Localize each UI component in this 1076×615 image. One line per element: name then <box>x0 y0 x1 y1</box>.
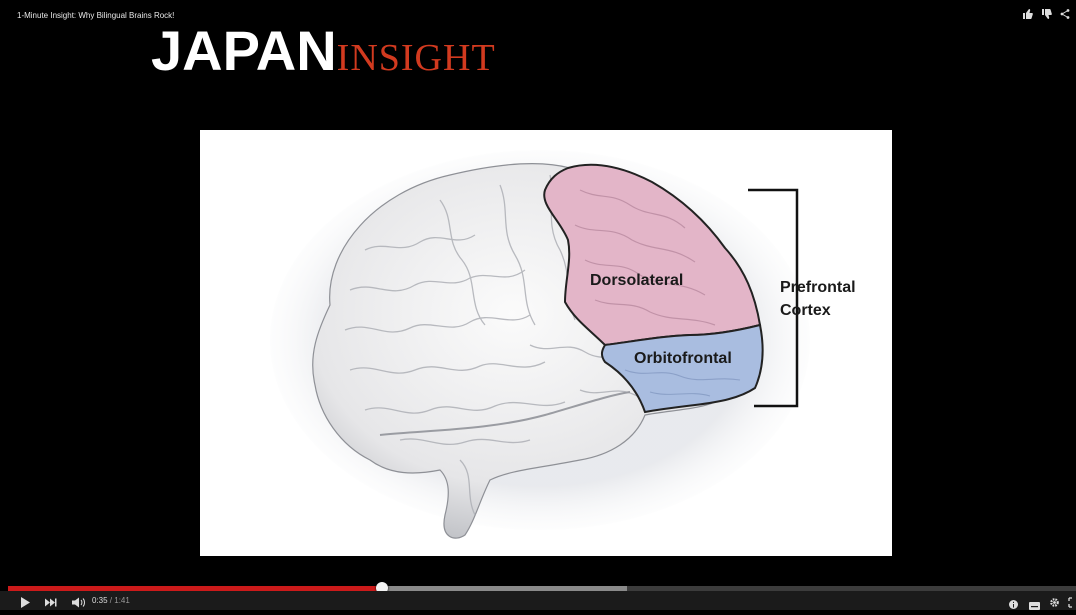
captions-icon[interactable] <box>1029 597 1040 615</box>
share-icon[interactable] <box>1060 9 1070 19</box>
duration: 1:41 <box>114 596 130 605</box>
info-icon[interactable] <box>1009 596 1018 614</box>
current-time: 0:35 <box>92 596 108 605</box>
like-icon[interactable] <box>1022 9 1033 19</box>
dorsolateral-region <box>543 163 762 347</box>
prefrontal-bracket <box>748 188 799 408</box>
logo-main-text: JAPAN <box>151 19 337 82</box>
settings-gear-icon[interactable] <box>1049 595 1060 613</box>
video-title[interactable]: 1-Minute Insight: Why Bilingual Brains R… <box>17 11 175 20</box>
japan-insight-logo: JAPANINSIGHT <box>151 18 496 83</box>
logo-sub-text: INSIGHT <box>336 37 496 79</box>
dislike-icon[interactable] <box>1041 9 1052 19</box>
volume-icon[interactable] <box>72 595 86 613</box>
brain-diagram-slide: Dorsolateral Orbitofrontal Prefrontal Co… <box>200 130 892 556</box>
prefrontal-label-line1: Prefrontal <box>780 279 856 296</box>
orbitofrontal-label: Orbitofrontal <box>634 350 732 367</box>
progress-played <box>8 586 382 591</box>
prefrontal-label: Prefrontal Cortex <box>780 276 856 322</box>
next-icon[interactable] <box>45 595 57 613</box>
fullscreen-icon[interactable] <box>1068 595 1076 613</box>
brain-illustration <box>270 150 810 539</box>
dorsolateral-label: Dorsolateral <box>590 272 684 289</box>
time-separator: / <box>107 596 115 605</box>
orbitofrontal-region <box>601 323 764 414</box>
player-controls: 0:35 / 1:41 <box>0 591 1076 610</box>
time-display: 0:35 / 1:41 <box>92 596 130 605</box>
top-actions <box>1022 9 1070 19</box>
prefrontal-label-line2: Cortex <box>780 302 831 319</box>
play-icon[interactable] <box>20 595 30 613</box>
